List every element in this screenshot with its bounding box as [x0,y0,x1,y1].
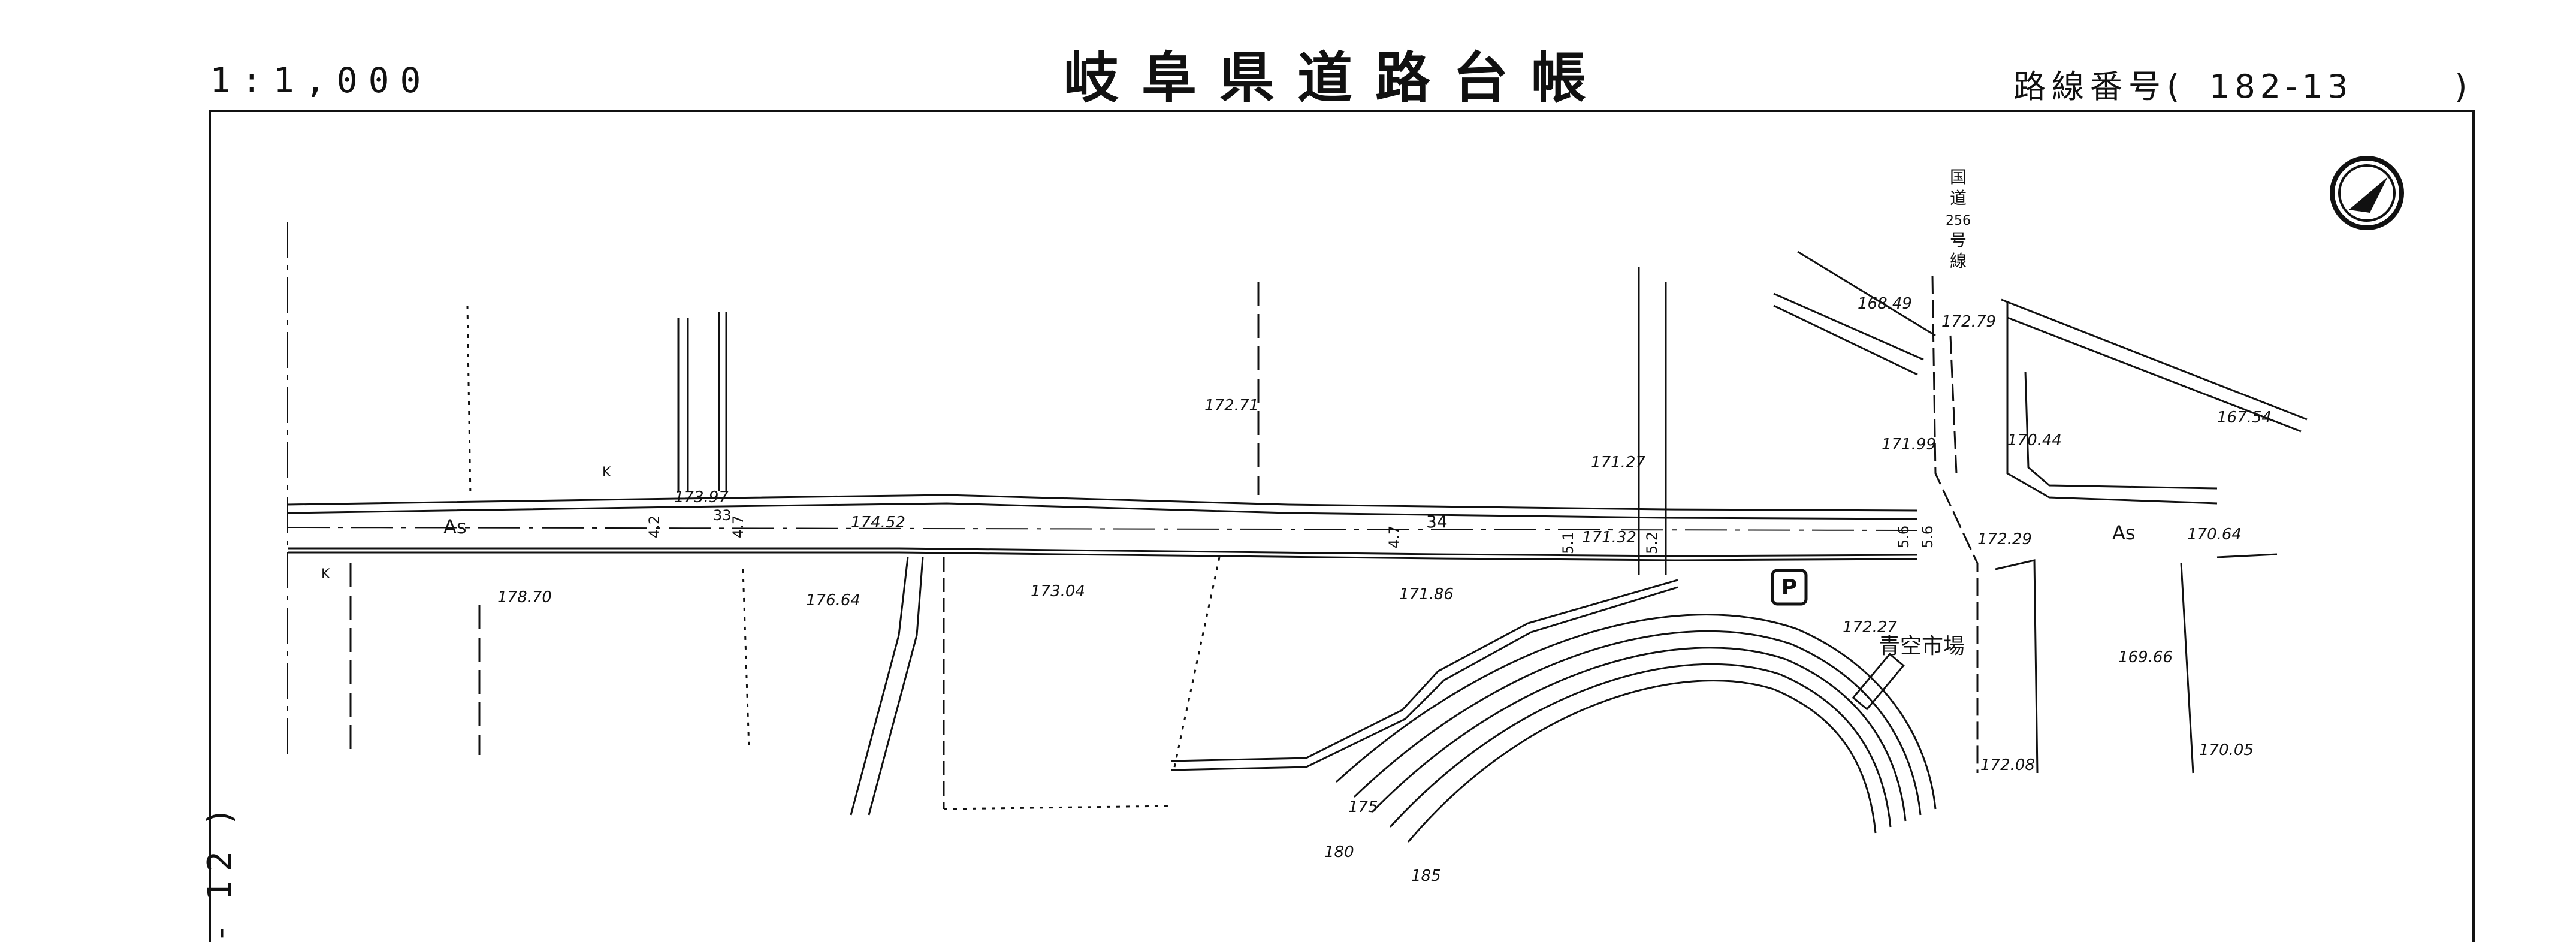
spot-elevation: 170.64 [2187,526,2242,544]
width-label: 4.7 [730,515,747,538]
spot-elevation: 171.32 [1582,529,1636,547]
spot-elevation: 167.54 [2217,409,2272,427]
spot-elevation: 172.27 [1843,618,1897,636]
spot-elevation: 171.99 [1882,436,1936,454]
contour-label: 175 [1348,798,1378,816]
svg-text:号: 号 [1950,230,1967,250]
spot-elevation: 172.08 [1980,756,2035,774]
route-number-close: ) [2454,68,2474,105]
map-scale: 1:1,000 [210,60,432,101]
surface-label: As [2112,521,2136,544]
market-label: 青空市場 [1879,634,1965,659]
marker-k: K [321,567,330,582]
spot-elevation: 172.29 [1977,530,2032,548]
width-label: 5.6 [1895,526,1912,548]
spot-elevation: 176.64 [806,591,860,609]
spot-elevation: 171.27 [1591,454,1645,472]
spot-elevation: 173.04 [1031,582,1085,600]
width-label: 5.1 [1560,532,1577,554]
width-label: 34 [1426,512,1448,532]
svg-text:256: 256 [1946,213,1971,228]
parking-marker: P [1771,569,1808,606]
north-arrow-icon [2330,156,2404,230]
spot-elevation: 178.70 [497,588,552,606]
svg-text:線: 線 [1950,251,1967,271]
route-number-prefix: 路線番号( [2013,68,2186,105]
road-edge-south [288,547,1918,557]
spot-elevation: 170.05 [2199,741,2254,759]
width-label: 4.2 [646,515,663,538]
width-label: 4.7 [1386,526,1403,548]
spot-elevation: 168.49 [1858,295,1912,313]
width-label: 5.2 [1644,532,1660,554]
route-number-value: 182-13 [2209,68,2353,105]
marker-k: K [602,465,611,480]
svg-text:国: 国 [1950,167,1967,187]
width-label: 33 [713,507,732,524]
road-edge-north [287,494,1918,512]
market-building [1852,653,1905,711]
spot-elevation: 174.52 [851,514,905,532]
surface-label: As [443,515,467,538]
map-frame [209,110,2475,942]
road-edge-south-2 [288,551,1918,561]
spot-elevation: 173.97 [674,488,729,506]
national-road-label: 国 道 256 号 線 [1946,167,1971,271]
parking-label: P [1781,575,1797,600]
spot-elevation: 171.86 [1399,585,1454,603]
spot-elevation: 169.66 [2118,648,2173,666]
spot-elevation: 172.79 [1941,313,1996,331]
route-number-label: 路線番号( 182-13) [2013,60,2473,107]
svg-text:道: 道 [1950,188,1967,208]
contour-label: 180 [1324,843,1354,861]
page-title: 岐阜県道路台帳 [1064,46,1609,110]
road-centerline [287,527,1918,531]
contour-label: 185 [1411,867,1441,885]
width-label: 5.6 [1919,526,1936,548]
road-edge-north-2 [287,502,1918,520]
spot-elevation: 170.44 [2007,431,2062,449]
spot-elevation: 172.71 [1204,397,1259,415]
